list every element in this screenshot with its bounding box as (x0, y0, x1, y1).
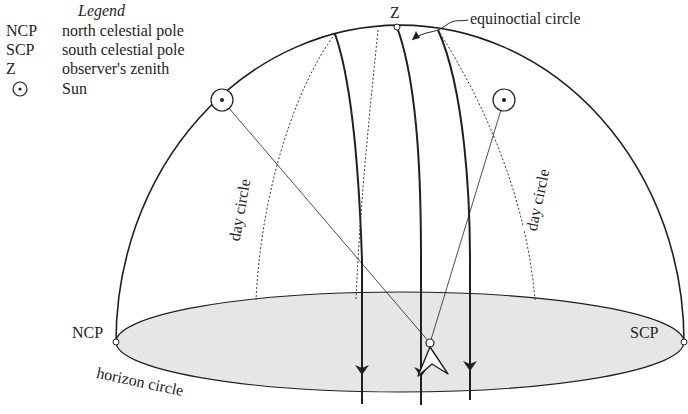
legend-sun-symbol (13, 82, 27, 96)
horizon-disc (116, 292, 684, 392)
sun-symbol (493, 89, 515, 111)
celestial-dome (116, 25, 684, 342)
equinoctial-back (356, 30, 378, 300)
day-circle-front (438, 30, 470, 366)
leader-line (412, 20, 468, 40)
curve-label: equinoctial circle (470, 10, 581, 28)
day-circle-front (335, 34, 362, 370)
equinoctial-front (397, 27, 421, 372)
point-label: NCP (72, 324, 103, 342)
ncp-point (113, 339, 119, 345)
leader-arrowhead (412, 31, 420, 40)
scp-point (681, 339, 687, 345)
legend-heading: Legend (78, 2, 125, 20)
sun-symbol (220, 98, 224, 102)
day-circle-front (361, 370, 363, 404)
day-circle-back (256, 34, 335, 300)
point-label: Z (390, 4, 400, 22)
legend-text: Sun (62, 80, 87, 98)
day-circle-front (469, 366, 471, 400)
legend-key: SCP (6, 41, 34, 59)
legend-key: NCP (6, 22, 37, 40)
legend-text: observer's zenith (62, 60, 169, 78)
point-label: SCP (630, 324, 658, 342)
legend-sun-symbol (18, 87, 21, 90)
observer-figure (418, 347, 448, 376)
curve-label: day circle (225, 176, 254, 245)
legend-key: Z (6, 60, 16, 78)
zenith-point (394, 24, 400, 30)
observer (426, 339, 434, 347)
sight-line (430, 100, 504, 343)
sun-symbol (211, 89, 233, 111)
sun-symbol (502, 98, 506, 102)
equinoctial-front (420, 372, 422, 405)
sight-line (222, 100, 430, 343)
legend-text: north celestial pole (62, 22, 184, 40)
curve-label: day circle (522, 166, 553, 235)
legend-text: south celestial pole (62, 41, 185, 59)
